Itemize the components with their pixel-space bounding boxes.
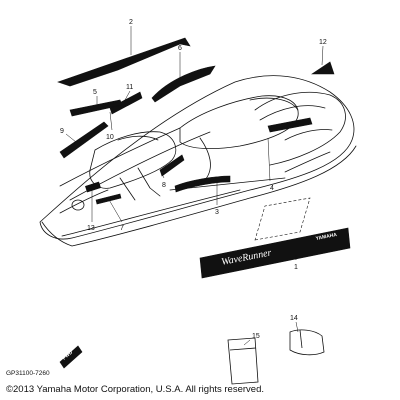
callout-labels: 1 2 3 4 5 6 7 8 9 10 11 12 13 14 15: [60, 19, 327, 340]
rear-deck-outline: [254, 91, 346, 166]
callout-13: 13: [87, 225, 95, 232]
callout-4: 4: [270, 185, 274, 192]
callout-11: 11: [126, 84, 133, 91]
decal-3: [174, 175, 231, 193]
console-outline: [89, 131, 177, 201]
leader-lines: [65, 26, 324, 346]
decal-4: [267, 117, 313, 133]
decal-1: WaveRunner YAMAHA: [199, 227, 351, 279]
callout-3: 3: [215, 209, 219, 216]
decal-12: [311, 61, 335, 75]
decal-9: [59, 121, 109, 159]
callout-15: 15: [252, 333, 260, 340]
callout-7: 7: [120, 225, 124, 232]
decal-5: [69, 99, 123, 117]
callout-14: 14: [290, 315, 298, 322]
hull-outline: [39, 75, 357, 247]
callout-9: 9: [60, 128, 64, 135]
bow-cap: [71, 199, 85, 211]
callout-10: 10: [106, 134, 114, 141]
copyright-notice: ©2013 Yamaha Motor Corporation, U.S.A. A…: [6, 384, 264, 395]
part-15: [227, 337, 259, 385]
callout-1: 1: [294, 264, 298, 271]
fwd-badge: FWD: [59, 345, 83, 369]
decal-8: [159, 154, 185, 177]
decal-2: [57, 37, 191, 87]
seat-outline: [179, 95, 299, 181]
decal-6: [151, 65, 216, 103]
decal-area-outline: [254, 197, 311, 241]
bow-details: [59, 189, 109, 214]
callout-6: 6: [178, 45, 182, 52]
callout-5: 5: [93, 89, 97, 96]
callout-8: 8: [162, 182, 166, 189]
decal-13: [85, 181, 101, 193]
decal-11: [109, 91, 143, 115]
part-14: [289, 329, 325, 356]
callout-2: 2: [129, 19, 133, 26]
diagram-code: GP31100-7260: [6, 370, 50, 377]
decal-brand: YAMAHA: [315, 232, 338, 242]
callout-12: 12: [319, 39, 327, 46]
